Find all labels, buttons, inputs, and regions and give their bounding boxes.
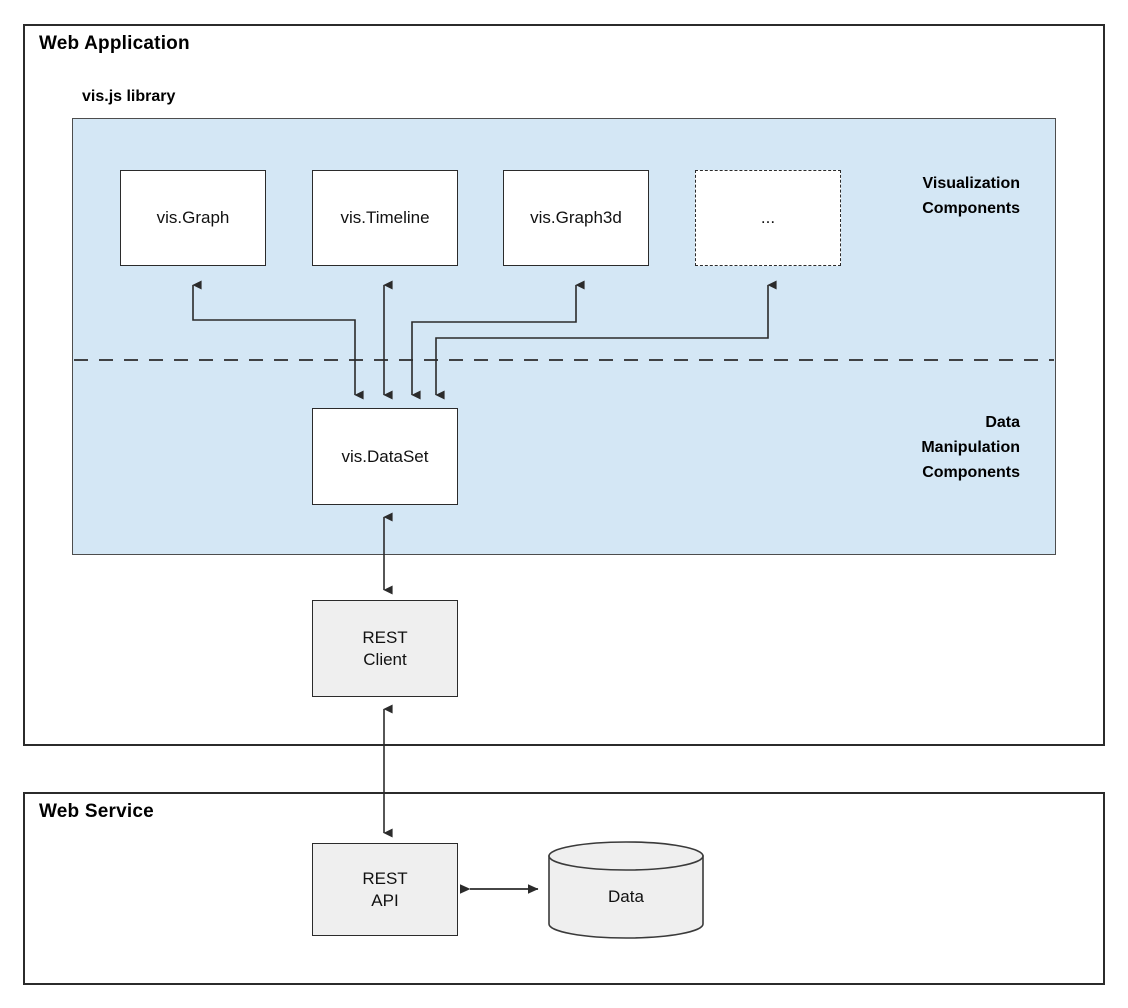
node-vis-graph[interactable]: vis.Graph — [120, 170, 266, 266]
node-rest-api[interactable]: REST API — [312, 843, 458, 936]
node-vis-graph3d[interactable]: vis.Graph3d — [503, 170, 649, 266]
node-vis-graph-label: vis.Graph — [156, 208, 230, 228]
node-vis-timeline-label: vis.Timeline — [340, 208, 430, 228]
zone-label-data-line2: Manipulation — [921, 438, 1020, 456]
node-vis-graph3d-label: vis.Graph3d — [530, 208, 622, 228]
zone-label-visualization-line2: Components — [922, 199, 1020, 217]
frame-web-application-title: Web Application — [39, 33, 190, 54]
frame-web-service — [23, 792, 1105, 985]
zone-label-visualization: Visualization Components — [790, 172, 1020, 222]
cylinder-shape — [548, 841, 704, 939]
node-vis-timeline[interactable]: vis.Timeline — [312, 170, 458, 266]
zone-label-data-manipulation: Data Manipulation Components — [790, 411, 1020, 485]
node-vis-dataset[interactable]: vis.DataSet — [312, 408, 458, 505]
node-data-store[interactable]: Data — [548, 841, 704, 939]
zone-label-data-line1: Data — [985, 414, 1020, 431]
node-vis-more[interactable]: ... — [695, 170, 841, 266]
frame-web-application — [23, 24, 1105, 746]
node-vis-more-label: ... — [760, 208, 776, 228]
node-rest-client-label-line1: REST — [362, 628, 408, 648]
library-panel-title: vis.js library — [82, 88, 176, 105]
node-vis-dataset-label: vis.DataSet — [341, 446, 429, 466]
frame-web-service-title: Web Service — [39, 801, 154, 822]
zone-label-data-line3: Components — [922, 463, 1020, 481]
node-rest-client-label-line2: Client — [363, 649, 407, 669]
node-rest-api-label-line2: API — [371, 890, 399, 910]
node-rest-client[interactable]: REST Client — [312, 600, 458, 697]
zone-label-visualization-line1: Visualization — [922, 175, 1020, 192]
node-data-store-label: Data — [608, 887, 644, 906]
node-rest-api-label-line1: REST — [362, 869, 408, 889]
